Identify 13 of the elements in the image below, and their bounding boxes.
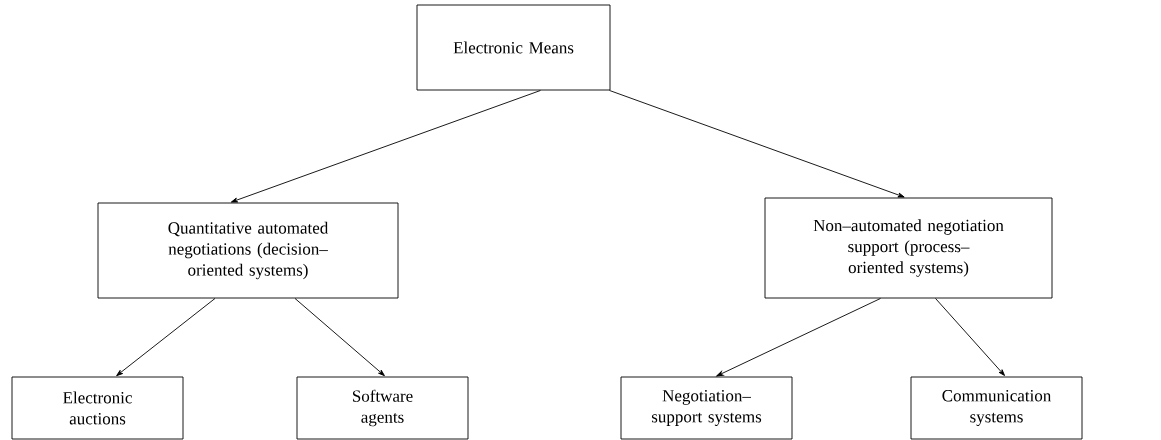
arrow <box>716 298 881 377</box>
arrow <box>294 298 385 377</box>
category-box: Electronic Means <box>416 4 611 91</box>
arrow <box>935 298 1005 376</box>
category-box: Quantitative automated negotiations (decision–oriented systems) <box>97 202 399 299</box>
arrow <box>116 298 216 377</box>
category-box: Software agents <box>296 376 469 440</box>
category-box: Electronic auctions <box>11 376 184 440</box>
arrow <box>230 90 541 203</box>
category-box: Communication systems <box>910 376 1083 440</box>
arrow <box>609 90 905 198</box>
category-box: Negotiation–support systems <box>620 376 793 440</box>
category-box: Non–automated negotiation support (process–oriented systems) <box>764 197 1053 299</box>
